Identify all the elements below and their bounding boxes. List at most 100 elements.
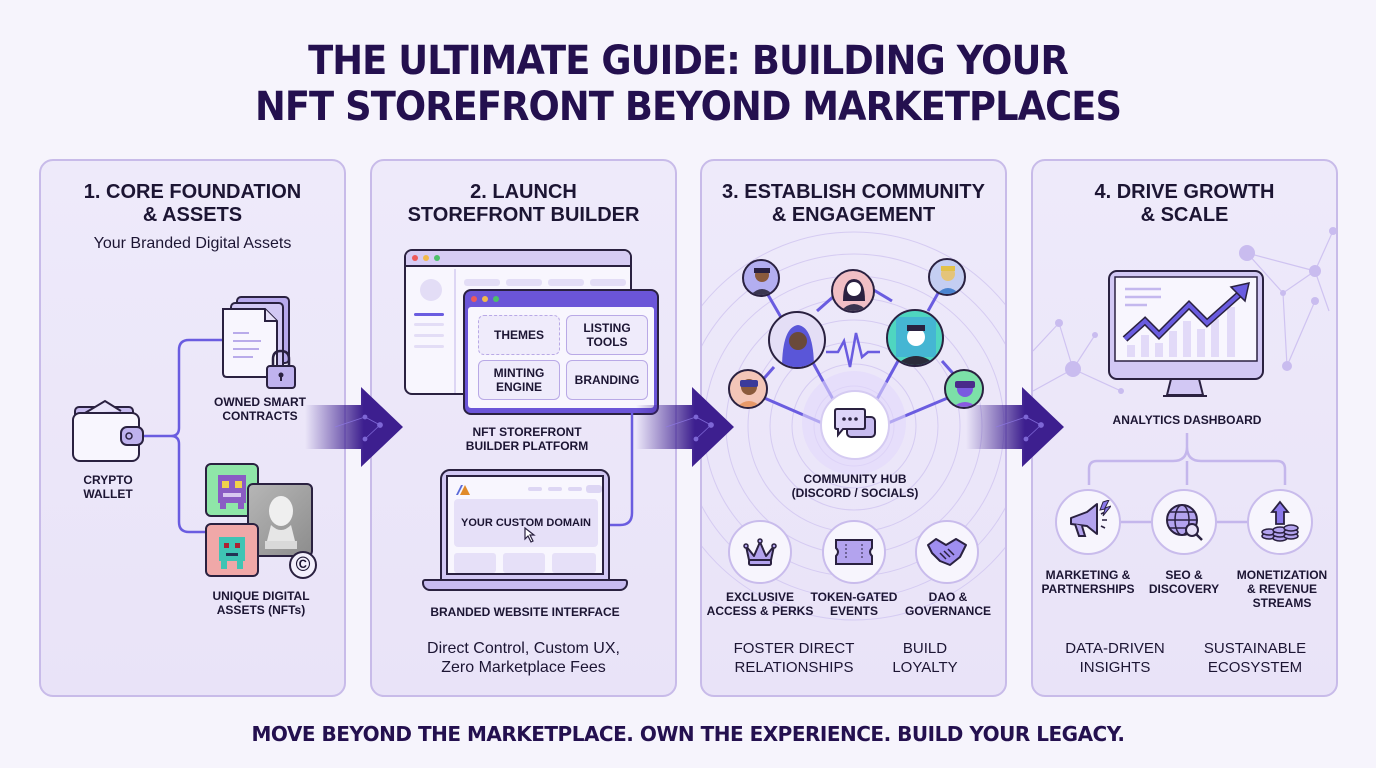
footer-build-loyalty: BUILD LOYALTY <box>880 639 970 677</box>
pixel-monster-icon <box>219 537 245 569</box>
footer-line-1: FOSTER DIRECT <box>733 640 855 657</box>
minimize-dot-icon <box>482 296 488 302</box>
tile-label: THEMES <box>493 328 544 342</box>
bracket-connector <box>143 338 229 534</box>
nav-placeholder <box>548 279 584 286</box>
sidebar-line <box>414 334 444 337</box>
tile-themes[interactable]: THEMES <box>478 315 560 355</box>
nav-placeholder <box>528 487 542 491</box>
page-title: THE ULTIMATE GUIDE: BUILDING YOUR NFT ST… <box>0 38 1376 130</box>
label-line-1: OWNED SMART <box>214 395 306 409</box>
heading-line-2: STOREFRONT BUILDER <box>407 204 640 226</box>
sidebar-divider <box>454 269 456 393</box>
label-line-2: (DISCORD / SOCIALS) <box>791 486 919 500</box>
avatar-placeholder <box>420 279 442 301</box>
tile-label: ENGINE <box>495 380 542 394</box>
laptop-screen: YOUR CUSTOM DOMAIN <box>446 475 604 575</box>
wallet-icon <box>72 399 144 462</box>
tile-label: MINTING <box>493 366 545 380</box>
custom-domain-hero[interactable]: YOUR CUSTOM DOMAIN <box>454 499 598 547</box>
seo-circle <box>1151 489 1217 555</box>
label-line-2: EVENTS <box>829 604 878 618</box>
ticket-icon <box>835 539 873 565</box>
footer-line-1: DATA-DRIVEN <box>1065 640 1165 657</box>
heading-line-1: 3. ESTABLISH COMMUNITY <box>722 181 985 203</box>
label-line-1: COMMUNITY HUB <box>803 472 907 486</box>
label-line-2: ASSETS (NFTs) <box>216 603 306 617</box>
monetization-circle <box>1247 489 1313 555</box>
laptop-frame: YOUR CUSTOM DOMAIN <box>440 469 610 581</box>
community-avatar <box>831 269 875 313</box>
title-line-1: THE ULTIMATE GUIDE: BUILDING YOUR <box>308 38 1069 84</box>
card-placeholder <box>552 553 596 573</box>
community-avatar <box>742 259 780 297</box>
label-line-1: CRYPTO <box>83 473 133 487</box>
hooded-person-icon <box>776 325 820 367</box>
maximize-dot-icon <box>493 296 499 302</box>
copyright-badge: © <box>289 551 317 579</box>
card-placeholder <box>454 553 496 573</box>
close-dot-icon <box>412 255 418 261</box>
cursor-icon <box>524 527 536 543</box>
nft-monster-teal <box>205 523 259 577</box>
nav-placeholder <box>590 279 626 286</box>
label-line-1: MONETIZATION <box>1236 568 1328 582</box>
minimize-dot-icon <box>423 255 429 261</box>
seo-label: SEO & DISCOVERY <box>1137 568 1231 596</box>
tile-branding[interactable]: BRANDING <box>566 360 648 400</box>
bracket-connector <box>1087 433 1287 485</box>
nft-collection-icon: © <box>205 463 325 581</box>
community-avatar <box>928 258 966 296</box>
tile-label: BRANDING <box>574 373 640 387</box>
arrow-right-icon <box>636 387 734 467</box>
dashboard-label: ANALYTICS DASHBOARD <box>1112 413 1262 427</box>
card-placeholder <box>503 553 545 573</box>
chat-bubbles-icon <box>834 408 876 438</box>
footer-line-2: ECOSYSTEM <box>1207 659 1303 676</box>
label-line-2: GOVERNANCE <box>904 604 991 618</box>
builder-platform-label: NFT STOREFRONT BUILDER PLATFORM <box>452 425 602 453</box>
footer-line-1: Direct Control, Custom UX, <box>427 640 620 657</box>
analytics-monitor-icon <box>1108 270 1264 397</box>
laptop-base <box>422 579 628 591</box>
community-avatar <box>944 369 984 409</box>
title-line-2: NFT STOREFRONT BEYOND MARKETPLACES <box>254 84 1122 130</box>
pixel-monster-icon <box>218 475 246 509</box>
footer-foster-relationships: FOSTER DIRECT RELATIONSHIPS <box>724 639 864 677</box>
panel-heading: 3. ESTABLISH COMMUNITY & ENGAGEMENT <box>702 181 1005 227</box>
contracts-label: OWNED SMART CONTRACTS <box>201 395 319 423</box>
megaphone-icon <box>1070 500 1111 537</box>
footer-line-1: SUSTAINABLE <box>1203 640 1307 657</box>
person-icon <box>750 268 774 295</box>
window-titlebar <box>406 251 630 267</box>
nav-placeholder <box>464 279 500 286</box>
maximize-dot-icon <box>434 255 440 261</box>
monetization-label: MONETIZATION & REVENUE STREAMS <box>1229 568 1335 610</box>
label-line-1: DAO & <box>928 590 968 604</box>
exclusive-access-label: EXCLUSIVE ACCESS & PERKS <box>702 590 818 618</box>
panel-heading: 2. LAUNCH STOREFRONT BUILDER <box>372 181 675 227</box>
network-background <box>1033 227 1336 394</box>
nfts-label: UNIQUE DIGITAL ASSETS (NFTs) <box>199 589 323 617</box>
panel-community: 3. ESTABLISH COMMUNITY & ENGAGEMENT COMM… <box>700 159 1007 697</box>
crown-icon <box>743 538 777 566</box>
community-avatar-large <box>768 311 826 369</box>
community-hub-icon <box>820 390 890 460</box>
arrow-right-icon <box>966 387 1064 467</box>
heading-line-2: & SCALE <box>1140 204 1229 226</box>
footer-line-2: Zero Marketplace Fees <box>441 659 606 676</box>
label-line-1: MARKETING & <box>1045 568 1131 582</box>
label-line-2: DISCOVERY <box>1148 582 1220 596</box>
heading-line-1: 4. DRIVE GROWTH <box>1094 181 1275 203</box>
heading-line-1: 1. CORE FOUNDATION <box>83 181 302 203</box>
connector-line <box>610 413 634 527</box>
label-line-2: CONTRACTS <box>222 409 298 423</box>
label-line-2: PARTNERSHIPS <box>1041 582 1135 596</box>
heading-line-1: 2. LAUNCH <box>470 181 577 203</box>
handshake-icon <box>927 538 967 566</box>
vr-person-icon <box>953 381 977 407</box>
